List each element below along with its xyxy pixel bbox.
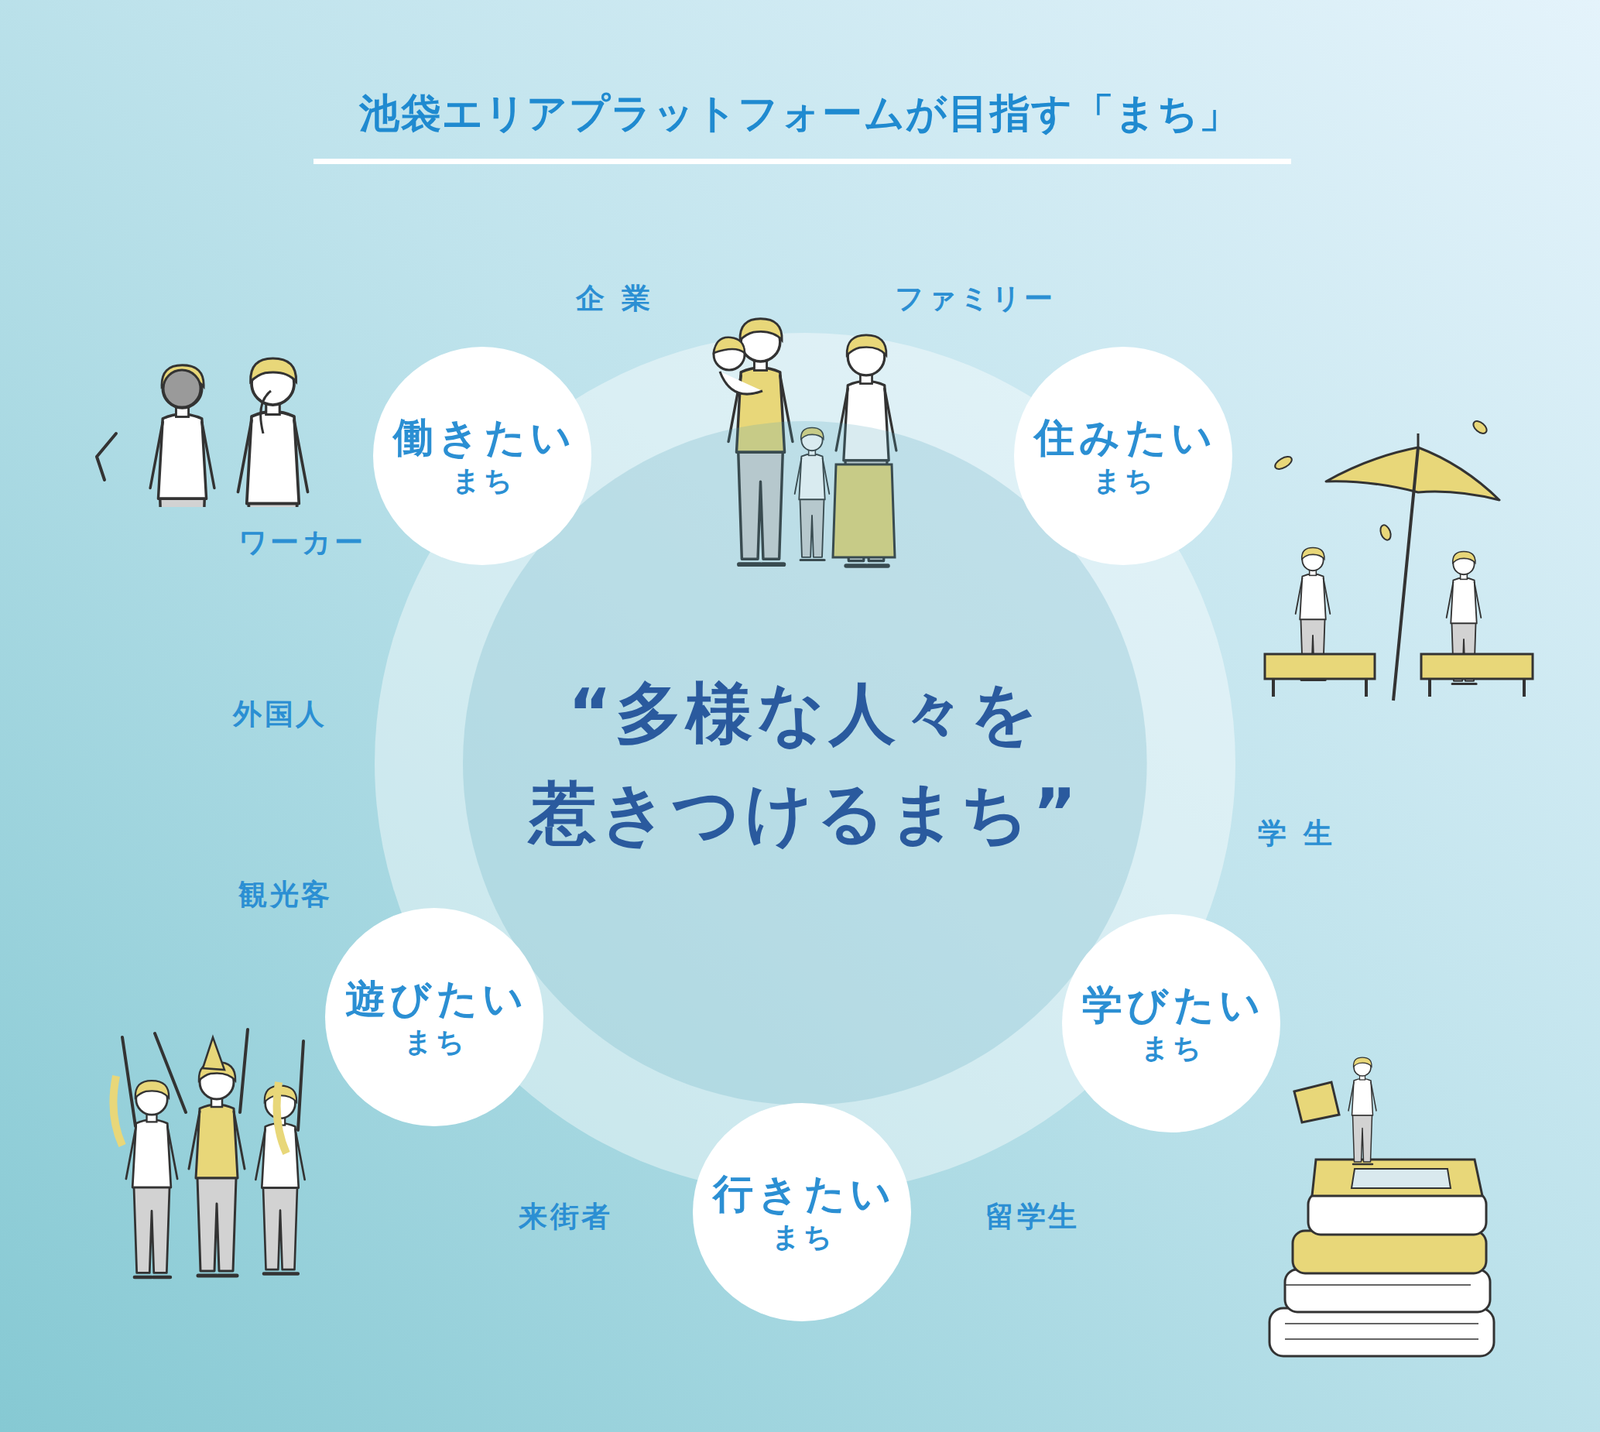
circle-heading: 行きたい bbox=[712, 1168, 896, 1220]
party-illustration bbox=[113, 1029, 305, 1278]
title-underline bbox=[313, 158, 1292, 165]
circle-heading: 住みたい bbox=[1034, 412, 1217, 463]
circle-fill bbox=[325, 907, 544, 1127]
circle-text-group: 遊びたいまち bbox=[345, 973, 524, 1061]
audience-label: 学生 bbox=[1257, 814, 1350, 854]
circle-text-group: “多様な人々を 惹きつけるまち” bbox=[487, 663, 1123, 864]
circle-subtext: まち bbox=[712, 1219, 895, 1256]
audience-label: 企業 bbox=[575, 279, 668, 319]
theme-circle: 遊びたいまち bbox=[325, 907, 544, 1127]
circle-subtext: まち bbox=[1034, 462, 1216, 500]
audience-label: 観光客 bbox=[238, 875, 333, 915]
circle-heading: 遊びたい bbox=[345, 973, 528, 1025]
audience-label: ファミリー bbox=[894, 279, 1056, 319]
theme-circle: 住みたいまち bbox=[1014, 346, 1233, 566]
audience-label: 留学生 bbox=[985, 1197, 1080, 1237]
audience-label: 外国人 bbox=[232, 695, 328, 734]
circle-text-group: 働きたいまち bbox=[393, 412, 572, 500]
audience-label: ワーカー bbox=[238, 523, 367, 562]
circle-heading: 働きたい bbox=[393, 412, 576, 463]
circle-fill bbox=[692, 1103, 912, 1322]
theme-circle: 学びたいまち bbox=[1062, 914, 1281, 1133]
circle-text-group: 行きたいまち bbox=[712, 1168, 891, 1256]
theme-circle: 行きたいまち bbox=[692, 1103, 912, 1322]
cafe-illustration bbox=[1264, 418, 1533, 701]
books-illustration bbox=[1269, 1057, 1494, 1357]
circle-heading: 学びたい bbox=[1082, 979, 1265, 1031]
theme-circle: 働きたいまち bbox=[373, 346, 592, 566]
circle-subtext: まち bbox=[345, 1024, 527, 1061]
circle-fill bbox=[373, 346, 592, 566]
diagram-title: 池袋エリアプラットフォームが目指す「まち」 bbox=[0, 86, 1600, 141]
circle-fill bbox=[1062, 914, 1281, 1133]
circle-text-group: 住みたいまち bbox=[1034, 412, 1213, 500]
circle-text-group: 学びたいまち bbox=[1082, 979, 1261, 1067]
circle-fill bbox=[1014, 346, 1233, 566]
circle-heading: “多様な人々を 惹きつけるまち” bbox=[487, 663, 1123, 864]
circle-subtext: まち bbox=[1082, 1030, 1264, 1067]
circle-subtext: まち bbox=[393, 462, 575, 500]
audience-label: 来街者 bbox=[518, 1197, 614, 1237]
workers-illustration bbox=[96, 358, 309, 508]
